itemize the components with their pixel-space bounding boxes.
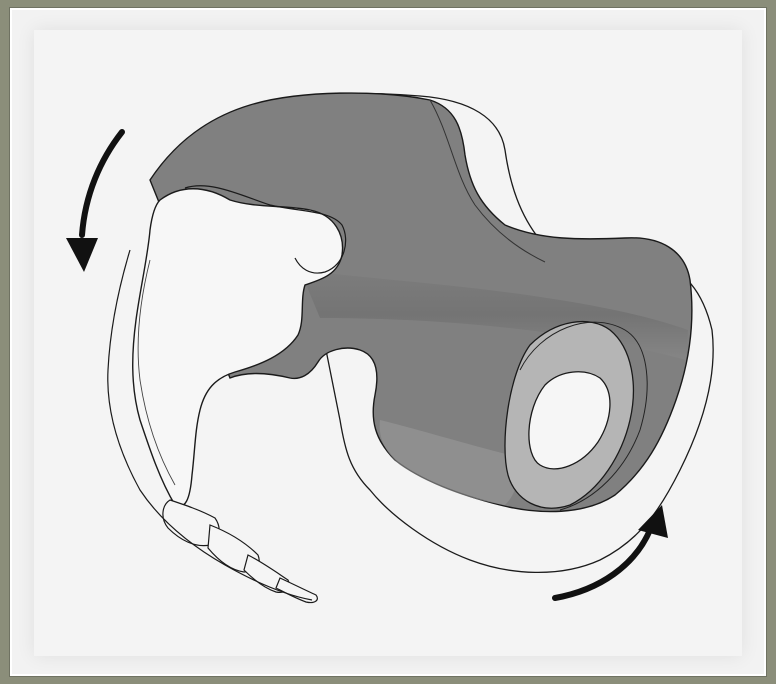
arrow-shaft-lower	[555, 530, 650, 598]
coccyx-segment-4	[276, 578, 317, 603]
counterclockwise-arrow-upper-left	[66, 132, 122, 272]
arrow-head-upper	[66, 238, 98, 272]
arrow-head-lower	[638, 505, 668, 538]
arrow-shaft-upper	[82, 132, 122, 235]
clockwise-arrow-lower-right	[555, 505, 668, 598]
coccyx	[163, 500, 317, 603]
